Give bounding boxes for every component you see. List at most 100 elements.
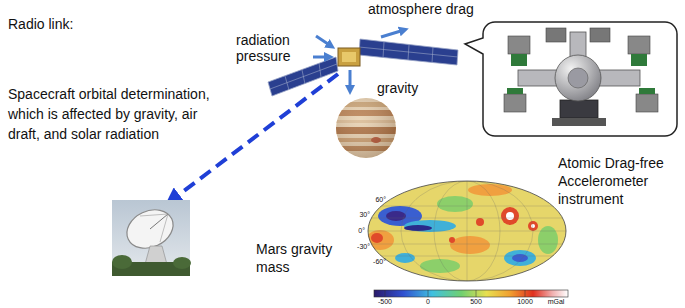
- scale-tick-label: 0: [426, 298, 430, 306]
- color-scale-bar-part: [525, 290, 526, 297]
- ground-station-dish-part: [140, 214, 168, 216]
- planet-part: [330, 98, 402, 158]
- heading-label: Radio link:: [8, 16, 73, 33]
- force-label: radiation pressure: [236, 32, 312, 64]
- color-scale-bar: [374, 290, 568, 297]
- accelerometer-instrument-part: [598, 70, 640, 86]
- accelerometer-instrument-part: [508, 36, 530, 54]
- mars-gravity-map-part-part: [450, 236, 490, 254]
- accelerometer-instrument-part: [639, 88, 655, 94]
- force-arrow-part: [316, 36, 331, 46]
- accelerometer-instrument-part: [546, 28, 566, 42]
- spacecraft-part: [432, 47, 433, 63]
- mars-gravity-map-part-part: [449, 237, 455, 243]
- accelerometer-instrument-part: [570, 32, 586, 58]
- mars-gravity-map-part-part: [467, 180, 468, 282]
- accelerometer-instrument-part: [552, 118, 606, 126]
- mars-gravity-map-part-part: [386, 211, 406, 221]
- ground-station-dish-part: [173, 257, 191, 269]
- ground-station-dish-part: [112, 255, 132, 269]
- mars-gravity-map-part-part: [468, 184, 512, 196]
- mars-gravity-map-part-part: [395, 253, 415, 263]
- ground-station-dish-part: [150, 214, 168, 229]
- color-scale-bar-part: [385, 290, 386, 297]
- mars-gravity-map-part-part: [437, 196, 473, 212]
- color-scale-bar-part: [476, 290, 477, 297]
- scale-tick-label: -500: [378, 298, 392, 306]
- callout-outline: [483, 22, 677, 136]
- callout-outline-path: [465, 22, 677, 136]
- ground-station-dish: [112, 200, 191, 276]
- spacecraft-part: [408, 45, 409, 60]
- mars-gravity-map-part-part: [404, 225, 432, 231]
- spacecraft-part: [383, 42, 384, 58]
- mars-gravity-map-part-part: [504, 250, 536, 266]
- mars-gravity-map-part-part: [360, 231, 575, 232]
- latitude-label: 0°: [345, 227, 365, 235]
- scale-tick-label: 1000: [517, 298, 533, 306]
- callout-box: Atomic Drag-free Accelerometer instrumen…: [483, 22, 677, 136]
- spacecraft-part: [359, 47, 458, 57]
- mars-gravity-map-part-part: [506, 212, 514, 220]
- spacecraft: [268, 39, 458, 96]
- accelerometer-instrument-part: [555, 55, 601, 101]
- latitude-label: 60°: [366, 196, 386, 204]
- mars-gravity-map-part: [366, 184, 558, 273]
- force-label: atmosphere drag: [368, 1, 474, 17]
- mars-gravity-map-part-part: [366, 230, 394, 250]
- color-scale-bar-part: [374, 290, 568, 297]
- mars-gravity-map-part-part: [501, 207, 519, 225]
- mars-gravity-map-part-part: [404, 220, 456, 232]
- mars-gravity-map-part-part: [538, 226, 558, 254]
- mars-gravity-map-part-part: [371, 233, 383, 243]
- mars-gravity-map-part: [360, 180, 575, 282]
- planet-part: [336, 98, 396, 158]
- mars-gravity-map-part-part: [360, 206, 575, 207]
- accelerometer-instrument-part: [631, 54, 647, 66]
- spacecraft-part: [359, 39, 458, 65]
- force-arrow-part: [349, 70, 352, 90]
- mars-gravity-map-part-part: [476, 218, 484, 226]
- accelerometer-instrument-part: [636, 94, 658, 112]
- instrument-label: Atomic Drag-free Accelerometer instrumen…: [558, 154, 678, 208]
- planet: [330, 98, 402, 158]
- ground-station-dish-part: [160, 214, 168, 242]
- description-text: Spacecraft orbital determination, which …: [8, 84, 233, 144]
- mars-gravity-map-part-part: [401, 181, 533, 281]
- accelerometer-instrument-part: [568, 68, 588, 88]
- accelerometer-instrument: [504, 28, 658, 126]
- force-arrow-part: [381, 30, 404, 37]
- mars-gravity-map-part-part: [360, 218, 575, 219]
- mars-gravity-map: [360, 180, 575, 282]
- accelerometer-instrument-part: [511, 54, 527, 66]
- color-scale-bar-part: [428, 290, 429, 297]
- accelerometer-instrument-part: [518, 70, 558, 86]
- accelerometer-instrument-part: [590, 28, 610, 42]
- accelerometer-instrument-part: [560, 100, 598, 118]
- force-arrow-part: [313, 56, 329, 59]
- scale-tick-label: 500: [470, 298, 482, 306]
- mars-gravity-map-part-part: [434, 181, 500, 281]
- spacecraft-part: [342, 52, 356, 62]
- accelerometer-instrument-part: [504, 94, 526, 112]
- ground-station-dish-part: [112, 200, 190, 276]
- latitude-label: -30°: [350, 243, 370, 251]
- spacecraft-part: [270, 64, 337, 89]
- mars-gravity-map-part-part: [360, 244, 575, 245]
- spacecraft-part: [338, 48, 360, 66]
- latitude-label: 30°: [350, 211, 370, 219]
- latitude-label: -60°: [366, 258, 386, 266]
- map-caption: Mars gravity mass: [256, 240, 336, 276]
- accelerometer-instrument-part: [507, 88, 523, 94]
- force-label: gravity: [377, 80, 418, 96]
- mars-gravity-map-part-part: [360, 256, 575, 257]
- mars-gravity-map-part: [368, 181, 566, 281]
- scale-unit-label: mGal: [548, 298, 565, 306]
- mars-gravity-map-part-part: [420, 259, 460, 273]
- planet-part-part: [336, 98, 396, 158]
